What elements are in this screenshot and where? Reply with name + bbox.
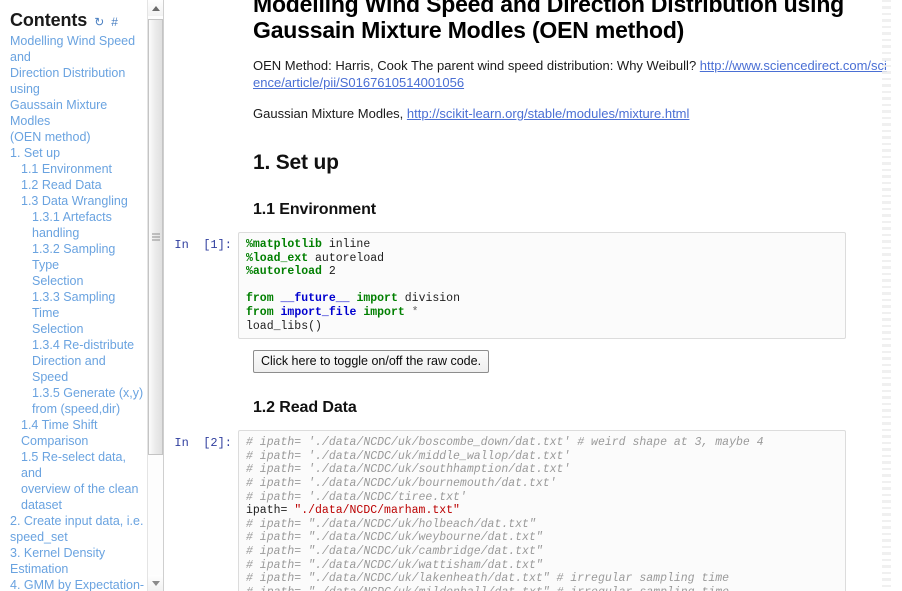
toc-item[interactable]: Estimation [10,562,69,576]
toc-item[interactable]: 3. Kernel Density [10,546,106,560]
toc-item[interactable]: Selection [32,274,84,288]
code-editor-1[interactable]: %matplotlib inline %load_ext autoreload … [238,232,846,340]
toc-item[interactable]: handling [32,226,80,240]
toc-item[interactable]: 1.3 Data Wrangling [21,194,128,208]
toc-item[interactable]: dataset [21,498,63,512]
chevron-down-icon [151,580,160,586]
notebook-main-area: Modelling Wind Speed and Direction Distr… [165,0,902,591]
toc-item[interactable]: (OEN method) [10,130,91,144]
code-token: import_file [280,305,357,319]
code-editor-2[interactable]: # ipath= './data/NCDC/uk/boscombe_down/d… [238,430,846,591]
code-token: __future__ [280,292,350,306]
scikit-learn-link[interactable]: http://scikit-learn.org/stable/modules/m… [406,106,690,121]
reference-paragraph-gmm: Gaussian Mixture Modles, http://scikit-l… [253,105,890,122]
toc-item[interactable]: from (speed,dir) [32,402,121,416]
toc-item[interactable]: Direction Distribution using [10,66,126,96]
notebook-document: Modelling Wind Speed and Direction Distr… [165,0,902,591]
code-token: "./data/NCDC/marham.txt" [287,504,460,518]
hash-anchor-icon[interactable]: # [111,15,118,29]
code-content-1: %matplotlib inline %load_ext autoreload … [246,238,839,333]
toc-item[interactable]: overview of the clean [21,482,139,496]
page-title-line-2: Gaussain Mixture Modles (OEN method) [253,17,685,43]
toc-item[interactable]: Modelling Wind Speed and [10,34,136,64]
code-token: 2 [321,265,336,279]
toc-item[interactable]: 1.3.2 Sampling Type [32,242,116,272]
code-token: # ipath= "./data/NCDC/uk/holbeach/dat.tx… [246,517,536,531]
code-token: # ipath= './data/NCDC/uk/southhamption/d… [246,463,571,477]
page-title-line-1: Modelling Wind Speed and Direction Distr… [253,0,845,17]
toc-header: Contents ↻ # [0,0,147,33]
code-token: import [356,292,398,306]
code-token: autoreload [308,251,385,265]
toc-title: Contents [10,10,88,30]
code-token: from [246,305,274,319]
toc-item[interactable]: 1.1 Environment [21,162,113,176]
code-token: import [363,305,405,319]
code-token: # ipath= "./data/NCDC/uk/lakenheath/dat.… [246,572,730,586]
code-token: # ipath= "./data/NCDC/uk/weybourne/dat.t… [246,531,543,545]
toc-item[interactable]: 1.4 Time Shift [21,418,98,432]
reference-gmm-text: Gaussian Mixture Modles, [253,106,407,121]
code-token [274,306,281,319]
scrollbar-grip-icon [151,233,160,241]
code-token: # ipath= "./data/NCDC/uk/wattisham/dat.t… [246,558,543,572]
refresh-icon[interactable]: ↻ [94,15,105,29]
heading-section-1-1: 1.1 Environment [253,201,376,218]
code-token: from [246,292,274,306]
code-cell-2[interactable]: In [2]: # ipath= './data/NCDC/uk/boscomb… [165,430,902,591]
toc-item[interactable]: 1.3.3 Sampling Time [32,290,116,320]
toc-item[interactable]: 2. Create input data, i.e. [10,514,144,528]
code-token: * [411,305,419,319]
code-token: ipath= [246,504,288,518]
reference-oen-text: OEN Method: Harris, Cook The parent wind… [253,58,700,73]
toc-item[interactable]: 1. Set up [10,146,61,160]
code-token: # ipath= './data/NCDC/tiree.txt' [246,490,467,504]
section-1-2-block: 1.2 Read Data [165,399,902,417]
code-token [405,306,412,319]
code-token: division [397,292,460,306]
code-token: %autoreload [246,265,322,279]
scroll-up-button[interactable] [148,0,163,16]
toc-item[interactable]: Selection [32,322,84,336]
sciencedirect-link[interactable]: http://www.sciencedirect.com/science/art… [253,58,887,90]
toggle-raw-code-button[interactable]: Click here to toggle on/off the raw code… [253,350,490,374]
toc-scrollbar[interactable] [147,0,163,591]
code-token: # ipath= "./data/NCDC/uk/cambridge/dat.t… [246,544,543,558]
toc-item[interactable]: speed_set [10,530,68,544]
cell-prompt-2: In [2]: [174,436,232,451]
scrollbar-thumb[interactable] [148,19,163,455]
toc-item[interactable]: Gaussain Mixture Modles [10,98,108,128]
code-token: # ipath= "./data/NCDC/uk/mildenhall/dat.… [246,586,729,591]
code-token: %load_ext [246,251,309,265]
toc-item[interactable]: 1.5 Re-select data, and [21,450,126,480]
code-token: # ipath= './data/NCDC/uk/bournemouth/dat… [246,476,557,490]
page-title: Modelling Wind Speed and Direction Distr… [253,0,890,43]
code-token: load_libs() [246,319,322,333]
toc-item[interactable]: 4. GMM by Expectation- [10,578,145,591]
heading-section-1-2: 1.2 Read Data [253,399,357,417]
reference-paragraph-oen: OEN Method: Harris, Cook The parent wind… [253,57,890,91]
code-token: # ipath= './data/NCDC/uk/boscombe_down/d… [246,436,764,450]
toc-item[interactable]: 1.3.1 Artefacts [32,210,112,224]
toc-item[interactable]: Comparison [21,434,89,448]
heading-section-1: 1. Set up [253,151,339,174]
code-token: # ipath= './data/NCDC/uk/middle_wallop/d… [246,449,571,463]
code-token: %matplotlib [246,238,322,251]
code-token [274,292,281,305]
toc-item[interactable]: 1.2 Read Data [21,178,102,192]
toc-item[interactable]: 1.3.4 Re-distribute [32,338,135,352]
scroll-down-button[interactable] [148,575,163,591]
cell-prompt-1: In [1]: [174,238,232,252]
code-token: inline [321,238,371,251]
code-cell-1[interactable]: In [1]: %matplotlib inline %load_ext aut… [165,232,902,340]
code-content-2: # ipath= './data/NCDC/uk/boscombe_down/d… [246,436,839,591]
toc-item[interactable]: 1.3.5 Generate (x,y) [32,386,144,400]
toc-item[interactable]: Direction and Speed [32,354,106,384]
title-block: Modelling Wind Speed and Direction Distr… [165,0,902,219]
toggle-raw-code-block: Click here to toggle on/off the raw code… [165,350,902,374]
chevron-up-icon [151,5,160,11]
